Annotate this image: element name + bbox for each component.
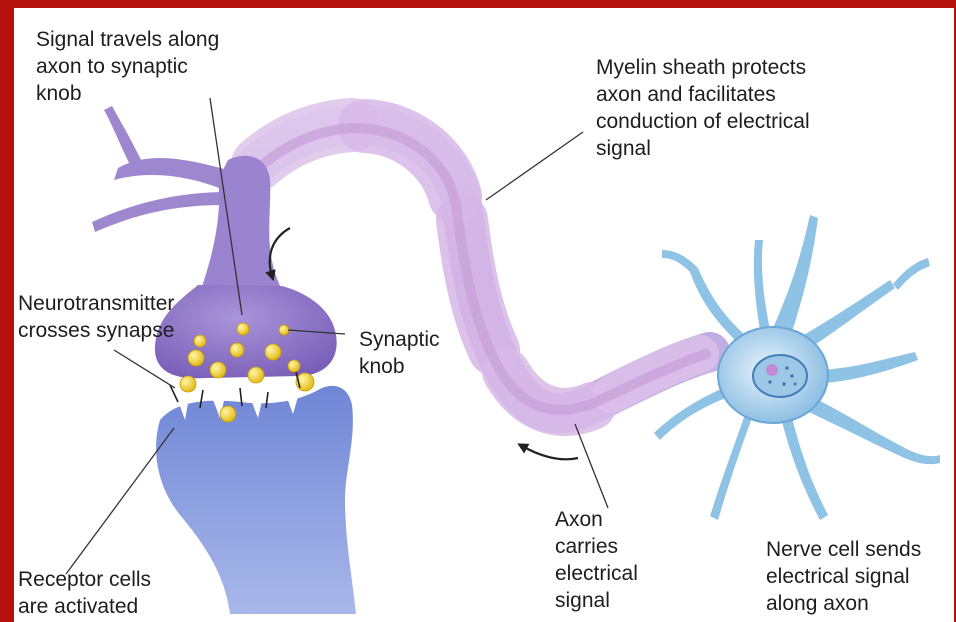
label-synaptic-knob: Synaptic knob (359, 326, 440, 380)
terminal-branches (92, 106, 228, 232)
label-myelin-sheath: Myelin sheath protects axon and facilita… (596, 54, 810, 162)
nucleus (753, 355, 807, 397)
label-axon: Axon carries electrical signal (555, 506, 638, 614)
myelin-sheath (258, 125, 700, 412)
label-signal-travels: Signal travels along axon to synaptic kn… (36, 26, 219, 107)
diagram-panel: Signal travels along axon to synaptic kn… (14, 8, 954, 622)
nucleolus (766, 364, 778, 376)
signal-direction-arrow-axon (522, 446, 578, 459)
receptor-cell (156, 386, 356, 614)
label-receptor-cells: Receptor cells are activated (18, 566, 151, 620)
label-neurotransmitter: Neurotransmitter crosses synapse (18, 290, 174, 344)
label-nerve-cell: Nerve cell sends electrical signal along… (766, 536, 921, 617)
